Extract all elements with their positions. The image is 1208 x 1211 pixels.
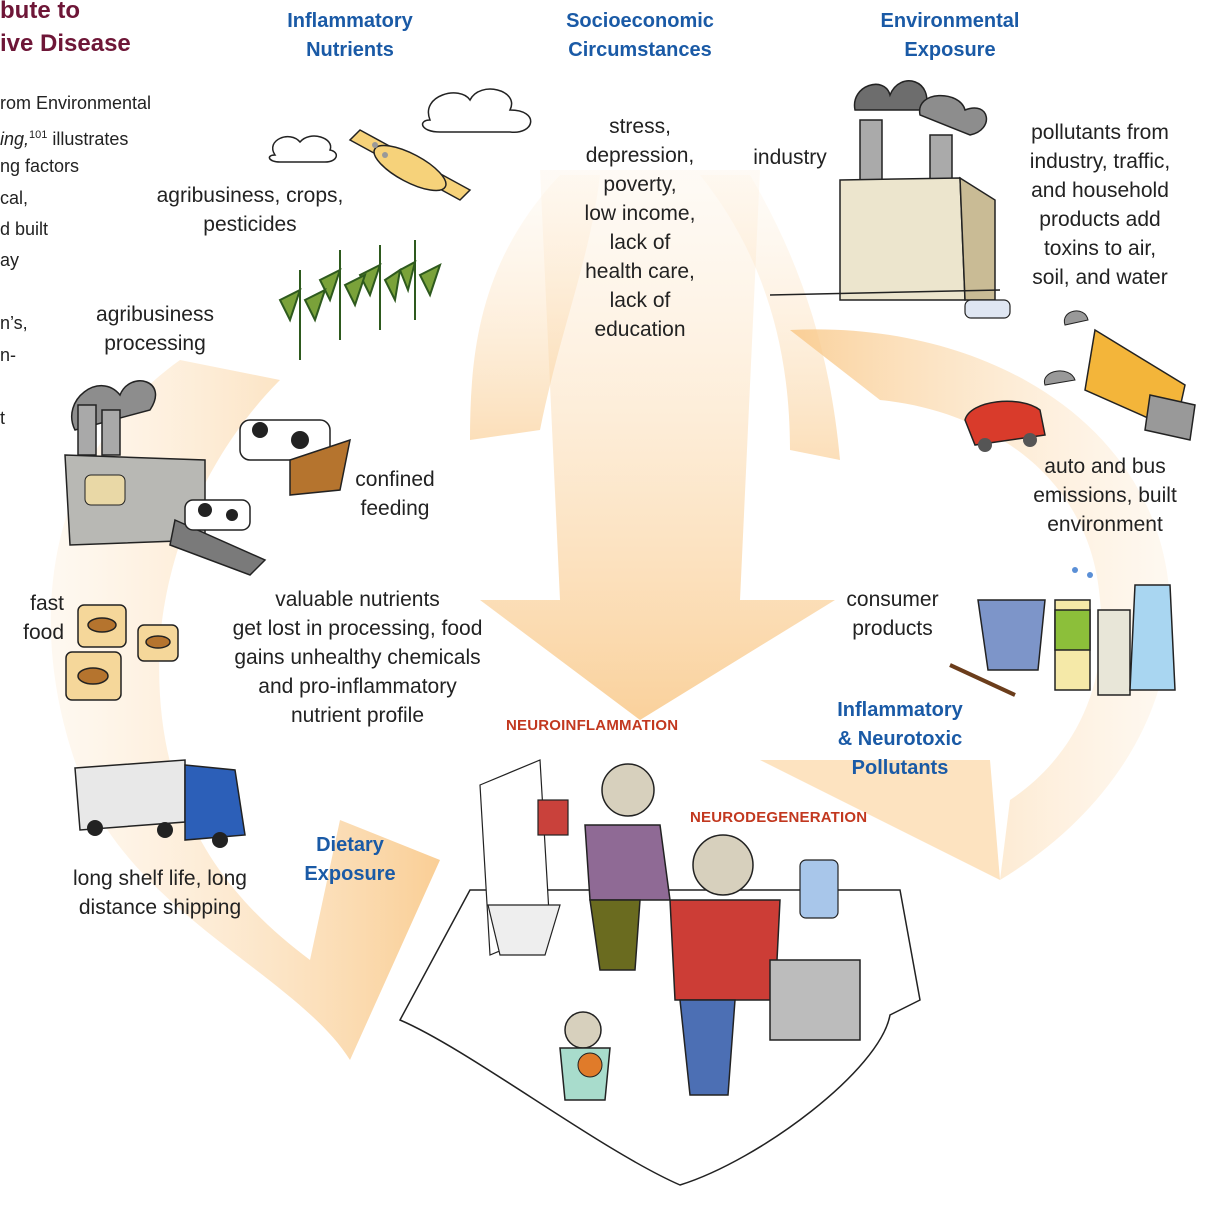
label-shelf-life: long shelf life, long distance shipping xyxy=(73,867,247,919)
label-neuroinflammation: NEUROINFLAMMATION xyxy=(506,717,679,734)
label-auto-bus: auto and bus emissions, built environmen… xyxy=(1033,455,1177,536)
bus-icon xyxy=(1063,310,1196,441)
car-icon xyxy=(964,370,1076,452)
delivery-truck-icon xyxy=(74,759,246,848)
cloud-icon xyxy=(268,135,337,163)
right-arrowhead xyxy=(760,760,1000,880)
heading-pollutants: Inflammatory & Neurotoxic Pollutants xyxy=(837,699,963,779)
label-valuable-nutrients: valuable nutrients get lost in processin… xyxy=(232,588,483,727)
sidebar-line: rom Environmental xyxy=(0,93,152,113)
flow-arrows xyxy=(50,170,1171,1060)
processing-factory-icon xyxy=(64,380,267,576)
sidebar-title: bute to ive Disease xyxy=(0,0,131,57)
sidebar-line: n- xyxy=(0,345,17,365)
consumer-products-icon xyxy=(949,567,1176,697)
heading-socioeconomic: Socioeconomic Circumstances xyxy=(566,10,714,61)
label-pollutants-from: pollutants from industry, traffic, and h… xyxy=(1029,121,1171,289)
confined-cows-icon xyxy=(184,419,351,531)
label-consumer-products: consumer products xyxy=(846,588,939,640)
heading-dietary-exposure: Dietary Exposure xyxy=(304,834,396,885)
sidebar-line: t xyxy=(0,408,6,428)
label-industry: industry xyxy=(753,146,827,169)
fast-food-icon xyxy=(65,604,179,701)
label-fast-food: fast food xyxy=(23,592,64,644)
right-sweep-arrow xyxy=(790,329,1171,881)
sidebar-line: cal, xyxy=(0,188,29,208)
sidebar-line: d built xyxy=(0,219,49,239)
heading-inflammatory-nutrients: Inflammatory Nutrients xyxy=(287,10,413,61)
cloud-icon xyxy=(421,88,532,133)
people-platform-icon xyxy=(398,759,921,1186)
sidebar-line: ng factors xyxy=(0,156,80,176)
corn-field-icon xyxy=(278,240,442,360)
center-right-arrow xyxy=(700,175,840,460)
sidebar-line: ing,101 illustrates xyxy=(0,129,129,149)
airplane-icon xyxy=(348,129,472,201)
label-confined-feeding: confined feeding xyxy=(355,468,435,520)
label-agribusiness-processing: agribusiness processing xyxy=(96,303,214,355)
industry-factory-icon xyxy=(769,80,1011,319)
label-neurodegeneration: NEURODEGENERATION xyxy=(690,809,868,826)
sidebar-line: n’s, xyxy=(0,313,28,333)
center-left-arrow xyxy=(470,175,600,440)
label-socioeconomic-list: stress, depression, poverty, low income,… xyxy=(584,115,696,341)
heading-environmental-exposure: Environmental Exposure xyxy=(880,10,1020,61)
label-agribusiness-crops: agribusiness, crops, pesticides xyxy=(156,184,344,236)
sidebar-line: ay xyxy=(0,250,20,270)
